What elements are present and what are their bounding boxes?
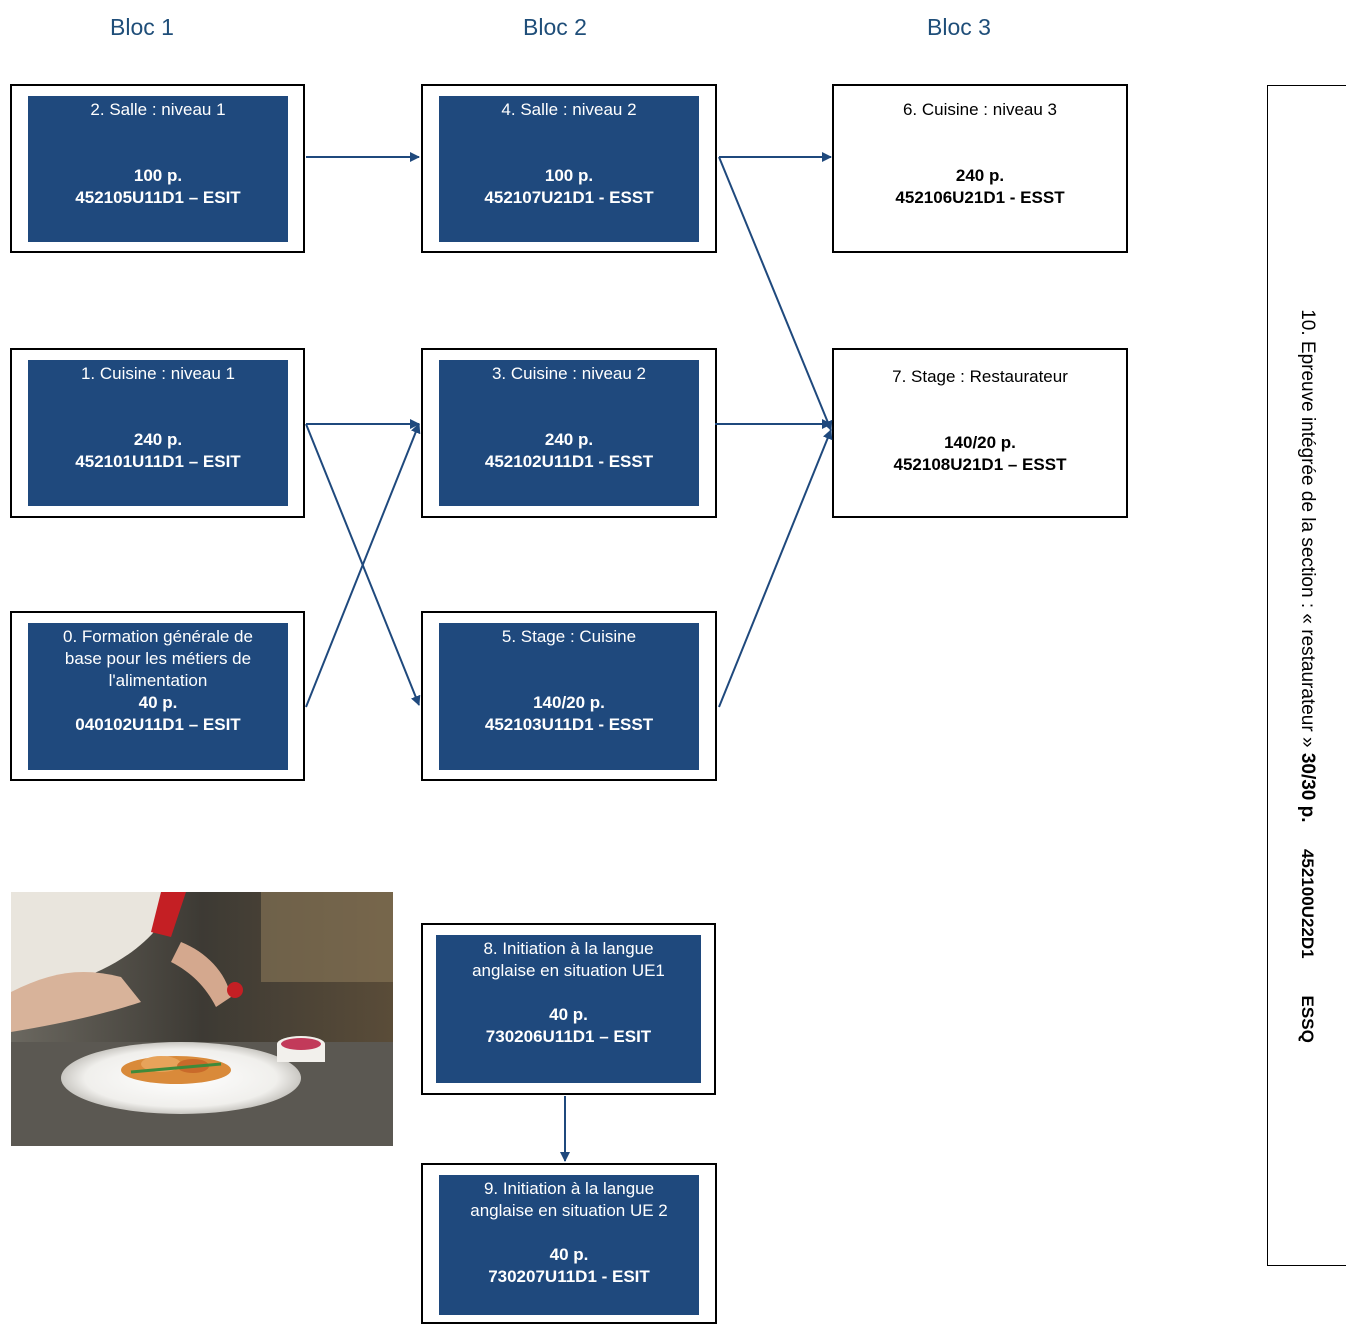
node-2-salle-niveau-1: 2. Salle : niveau 1 100 p. 452105U11D1 –… [10,84,305,253]
node-code: 452103U11D1 - ESST [484,715,654,734]
arrow-0-to-3 [305,423,421,708]
node-1-cuisine-niveau-1: 1. Cuisine : niveau 1 240 p. 452101U11D1… [10,348,305,518]
node-title-line-1: 0. Formation générale de [63,627,253,646]
node-code: 040102U11D1 – ESIT [75,715,241,734]
node-code: 452105U11D1 – ESIT [75,188,241,207]
node-code: 730206U11D1 – ESIT [485,1027,652,1046]
node-title: 2. Salle : niveau 1 [90,100,226,119]
node-title: 1. Cuisine : niveau 1 [80,364,236,383]
node-code: 452107U21D1 - ESST [484,188,654,207]
node-code: 452108U21D1 – ESST [893,455,1067,474]
bloc-2-header: Bloc 2 [523,14,587,40]
node-periods: 140/20 p. [533,693,605,712]
node-title: 3. Cuisine : niveau 2 [491,364,647,383]
node-periods: 40 p. [138,693,178,712]
node-3-cuisine-niveau-2: 3. Cuisine : niveau 2 240 p. 452102U11D1… [421,348,717,518]
node-title-line-1: 9. Initiation à la langue [483,1179,655,1198]
node-4-salle-niveau-2: 4. Salle : niveau 2 100 p. 452107U21D1 -… [421,84,717,253]
node-5-stage-cuisine: 5. Stage : Cuisine 140/20 p. 452103U11D1… [421,611,717,781]
node-title: 7. Stage : Restaurateur [892,367,1068,386]
node-periods: 240 p. [955,166,1005,185]
node-periods: 240 p. [544,430,594,449]
integrated-exam-sidebar: 10. Epreuve intégrée de la section : « r… [1267,85,1346,1266]
node-periods: 240 p. [133,430,183,449]
node-periods: 100 p. [544,166,594,185]
node-code: 730207U11D1 - ESIT [488,1267,650,1286]
arrow-5-to-7 [718,429,833,708]
node-8-anglais-ue1: 8. Initiation à la langue anglaise en si… [421,923,716,1095]
node-title-line-2: anglaise en situation UE 2 [470,1201,668,1220]
node-title-line-3: l'alimentation [108,671,208,690]
bloc-3-header: Bloc 3 [927,14,991,40]
node-title: 6. Cuisine : niveau 3 [902,100,1058,119]
bloc-1-header: Bloc 1 [110,14,174,40]
node-0-formation-generale: 0. Formation générale de base pour les m… [10,611,305,781]
node-title: 5. Stage : Cuisine [501,627,637,646]
node-title-line-1: 8. Initiation à la langue [483,939,654,958]
node-periods: 40 p. [549,1245,589,1264]
node-6-cuisine-niveau-3: 6. Cuisine : niveau 3 240 p. 452106U21D1… [832,84,1128,253]
node-periods: 140/20 p. [944,433,1016,452]
node-title: 4. Salle : niveau 2 [501,100,637,119]
node-periods: 100 p. [133,166,183,185]
node-code: 452102U11D1 - ESST [484,452,654,471]
chef-plating-photo [11,892,393,1146]
node-7-stage-restaurateur: 7. Stage : Restaurateur 140/20 p. 452108… [832,348,1128,518]
node-code: 452106U21D1 - ESST [895,188,1065,207]
node-9-anglais-ue2: 9. Initiation à la langue anglaise en si… [421,1163,717,1324]
node-code: 452101U11D1 – ESIT [75,452,241,471]
arrow-4-to-7 [718,156,833,431]
node-title-line-2: base pour les métiers de [64,649,252,668]
node-title-line-2: anglaise en situation UE1 [472,961,665,980]
node-periods: 40 p. [549,1005,588,1024]
